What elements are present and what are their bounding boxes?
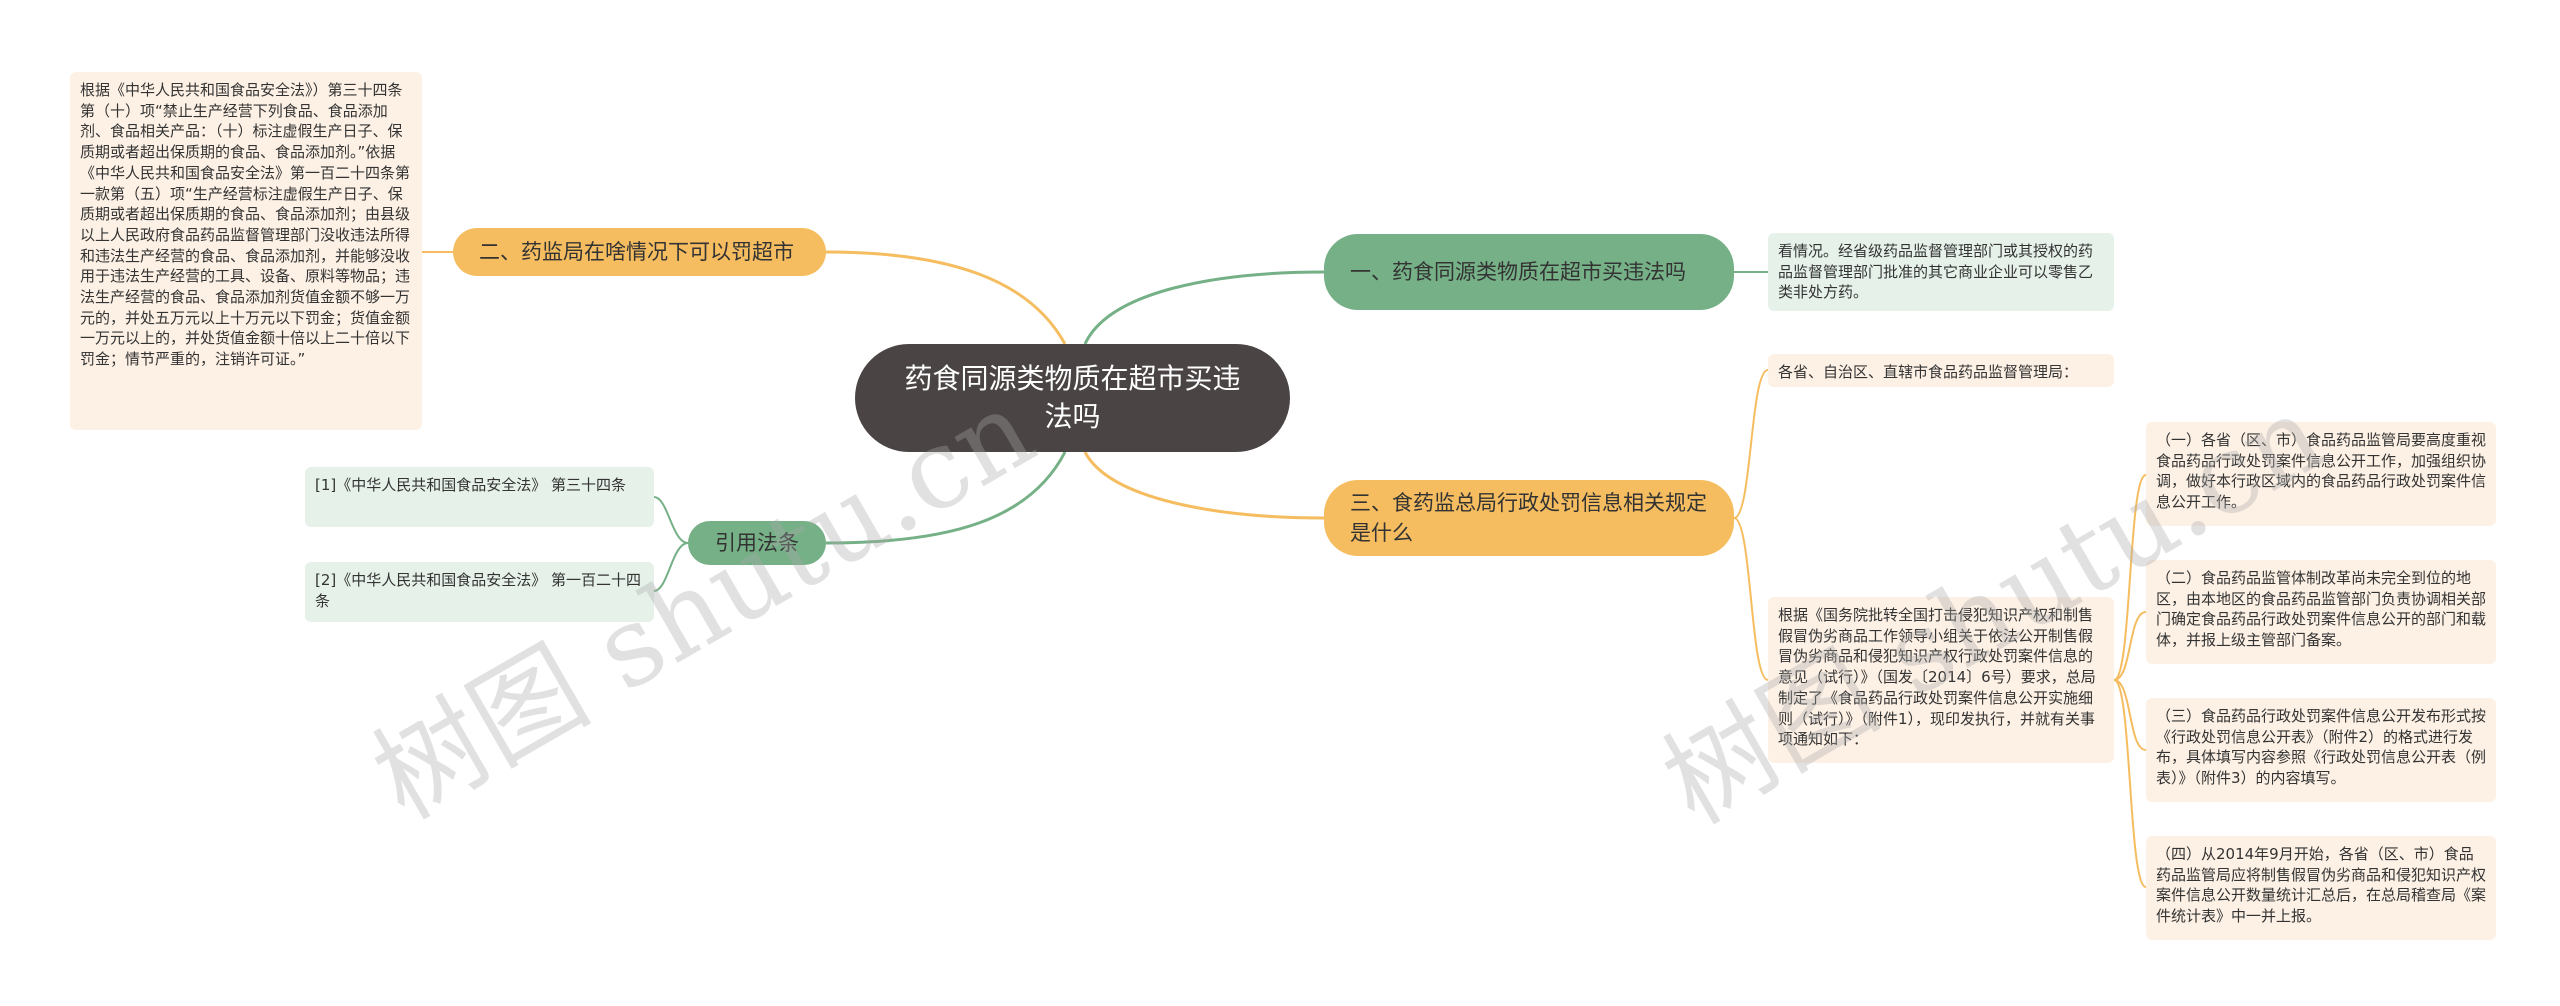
edge-root-t3 bbox=[1083, 451, 1325, 520]
note-1[interactable]: 看情况。经省级药品监督管理部门或其授权的药品监督管理部门批准的其它商业企业可以零… bbox=[1768, 233, 2114, 311]
note-7[interactable]: （三）食品药品行政处罚案件信息公开发布形式按《行政处罚信息公开表》（附件2）的格… bbox=[2146, 698, 2496, 802]
edge-t3-n3 bbox=[1733, 369, 1769, 519]
edge-n4-n5 bbox=[2113, 474, 2147, 681]
note-3[interactable]: 各省、自治区、直辖市食品药品监督管理局： bbox=[1768, 354, 2114, 387]
root-topic[interactable]: 药食同源类物质在超市买违法吗 bbox=[855, 344, 1290, 452]
note-4[interactable]: 根据《国务院批转全国打击侵犯知识产权和制售假冒伪劣商品工作领导小组关于依法公开制… bbox=[1768, 597, 2114, 763]
edge-t4-n9 bbox=[653, 496, 689, 544]
topic-2[interactable]: 二、药监局在啥情况下可以罚超市 bbox=[453, 228, 826, 276]
note-9[interactable]: [1]《中华人民共和国食品安全法》 第三十四条 bbox=[305, 467, 654, 527]
edge-t3-n4 bbox=[1733, 517, 1769, 681]
topic-3[interactable]: 三、食药监总局行政处罚信息相关规定是什么 bbox=[1324, 480, 1734, 556]
note-6[interactable]: （二）食品药品监管体制改革尚未完全到位的地区，由本地区的食品药品监管部门负责协调… bbox=[2146, 560, 2496, 664]
edge-n4-n7 bbox=[2113, 679, 2147, 751]
note-2[interactable]: 根据《中华人民共和国食品安全法》）第三十四条第（十）项“禁止生产经营下列食品、食… bbox=[70, 72, 422, 430]
topic-1[interactable]: 一、药食同源类物质在超市买违法吗 bbox=[1324, 234, 1734, 310]
note-5[interactable]: （一）各省（区、市）食品药品监管局要高度重视食品药品行政处罚案件信息公开工作，加… bbox=[2146, 422, 2496, 526]
edge-root-t4 bbox=[825, 451, 1067, 545]
edge-n4-n6 bbox=[2113, 611, 2147, 681]
edge-n4-n8 bbox=[2113, 679, 2147, 888]
edge-t4-n10 bbox=[653, 542, 689, 592]
note-8[interactable]: （四）从2014年9月开始，各省（区、市）食品药品监管局应将制售假冒伪劣商品和侵… bbox=[2146, 836, 2496, 940]
topic-4[interactable]: 引用法条 bbox=[688, 521, 826, 565]
edge-root-t2 bbox=[825, 250, 1067, 345]
note-10[interactable]: [2]《中华人民共和国食品安全法》 第一百二十四条 bbox=[305, 562, 654, 622]
edge-root-t1 bbox=[1083, 270, 1325, 345]
